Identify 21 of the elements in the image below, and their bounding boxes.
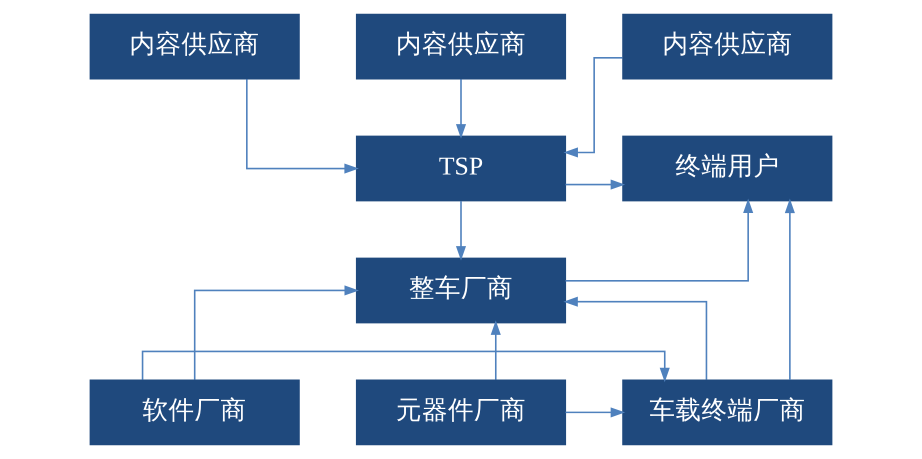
node-box: TSP [356, 136, 566, 202]
arrow [563, 296, 708, 380]
arrow [565, 198, 754, 282]
node-box: 终端用户 [622, 136, 832, 202]
arrow [456, 201, 466, 261]
node-box: 整车厂商 [356, 258, 566, 324]
node-box: 内容供应商 [622, 14, 832, 80]
arrow [784, 198, 795, 380]
arrow [142, 350, 670, 382]
node-box: 软件厂商 [90, 380, 300, 446]
arrow [194, 285, 359, 380]
arrow [565, 180, 626, 190]
node-box: 车载终端厂商 [622, 380, 832, 446]
arrow [490, 320, 501, 380]
arrow [564, 57, 622, 158]
node-box: 内容供应商 [356, 14, 566, 80]
arrow [246, 79, 359, 174]
node-box: 元器件厂商 [356, 380, 566, 446]
node-box: 内容供应商 [90, 14, 300, 80]
arrow [565, 407, 626, 418]
arrow [456, 79, 466, 139]
